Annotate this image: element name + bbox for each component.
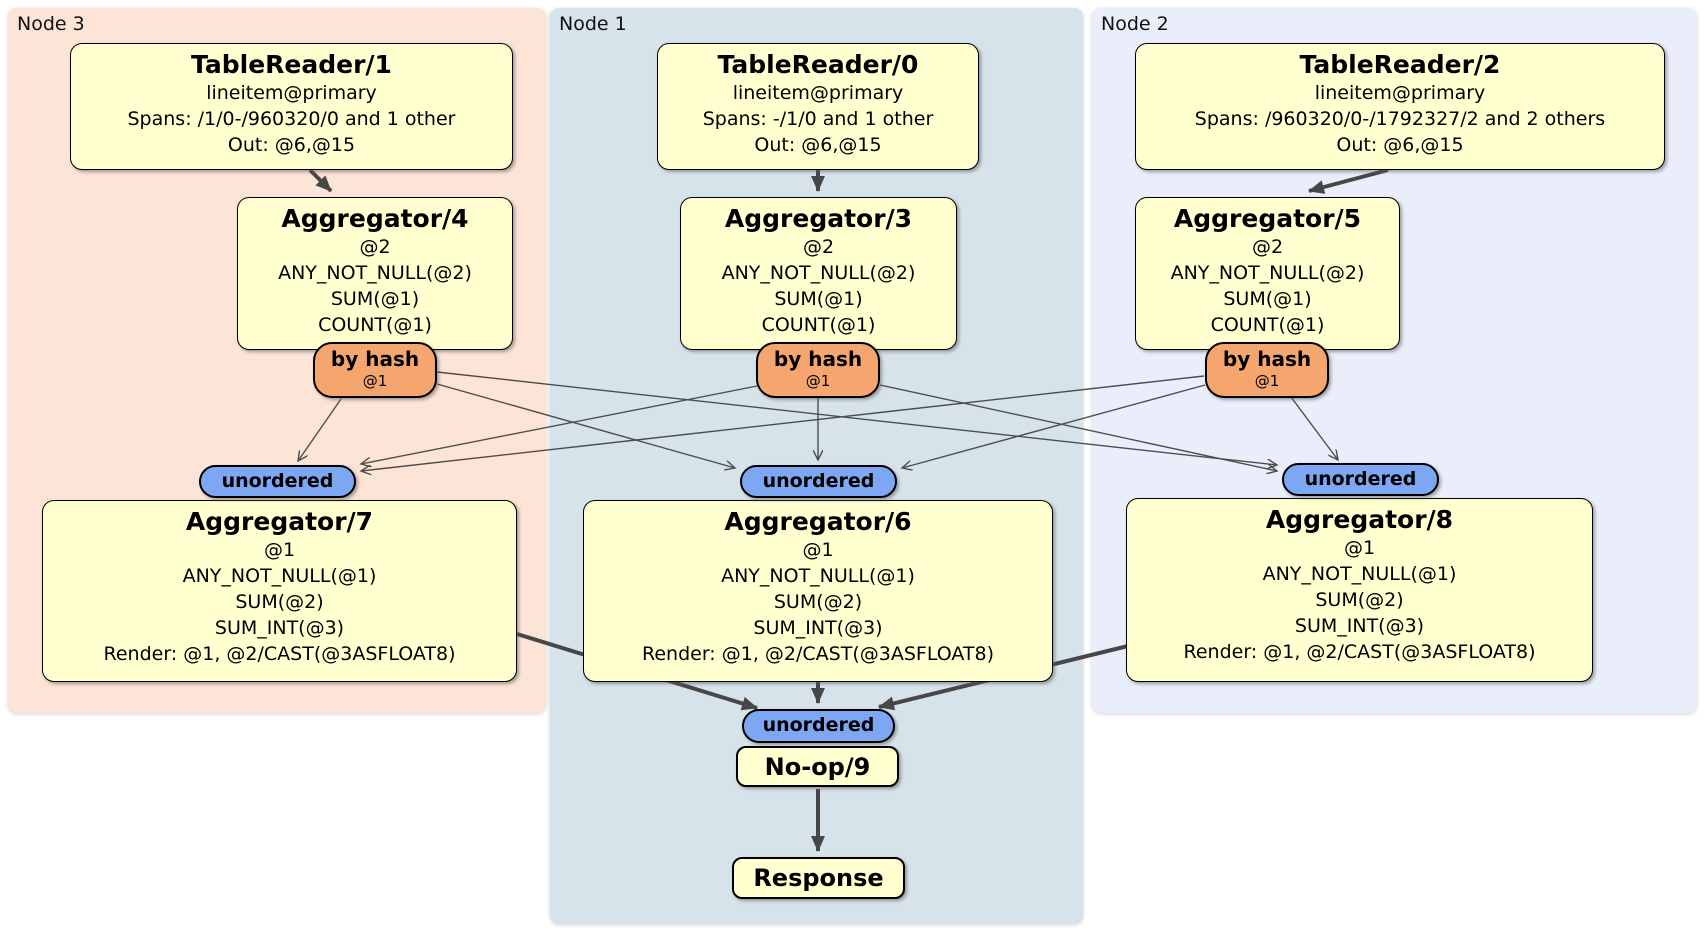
node-detail: SUM(@1) — [774, 288, 863, 310]
node-noop-9: No-op/9 — [736, 746, 899, 787]
node-detail: Spans: -/1/0 and 1 other — [702, 108, 934, 130]
sync-unordered-node2: unordered — [1282, 463, 1439, 496]
node-aggregator-8: Aggregator/8 @1 ANY_NOT_NULL(@1) SUM(@2)… — [1126, 498, 1593, 682]
router-by-hash-3: by hash @1 — [756, 342, 880, 398]
node-detail: Out: @6,@15 — [227, 134, 356, 156]
node-aggregator-7: Aggregator/7 @1 ANY_NOT_NULL(@1) SUM(@2)… — [42, 500, 517, 682]
node-detail: SUM_INT(@3) — [214, 617, 345, 639]
sync-label: unordered — [762, 714, 875, 736]
router-label: by hash — [1222, 347, 1312, 371]
sync-label: unordered — [221, 470, 334, 492]
node-detail: ANY_NOT_NULL(@1) — [1262, 563, 1457, 585]
node-detail: ANY_NOT_NULL(@2) — [1170, 262, 1365, 284]
node-detail: COUNT(@1) — [318, 314, 432, 336]
node-detail: @1 — [263, 539, 296, 561]
node-detail: Spans: /1/0-/960320/0 and 1 other — [127, 108, 456, 130]
node-tablereader-2: TableReader/2 lineitem@primary Spans: /9… — [1135, 43, 1665, 170]
router-label: by hash — [773, 347, 863, 371]
node-detail: ANY_NOT_NULL(@1) — [721, 565, 915, 587]
node-detail: ANY_NOT_NULL(@2) — [278, 262, 472, 284]
node-detail: SUM_INT(@3) — [1294, 615, 1425, 637]
sync-unordered-node3: unordered — [199, 465, 356, 498]
router-stream: @1 — [1254, 372, 1280, 390]
node-title: Aggregator/5 — [1173, 204, 1362, 233]
node-detail: @1 — [802, 539, 834, 561]
node-title: Aggregator/6 — [724, 507, 912, 536]
node-detail: Spans: /960320/0-/1792327/2 and 2 others — [1194, 108, 1606, 130]
node-title: Aggregator/3 — [724, 204, 913, 233]
node-detail: SUM_INT(@3) — [753, 617, 883, 639]
node-title: TableReader/2 — [1299, 50, 1501, 79]
node-title: TableReader/0 — [717, 50, 919, 79]
node-aggregator-4: Aggregator/4 @2 ANY_NOT_NULL(@2) SUM(@1)… — [237, 197, 513, 350]
node-detail: ANY_NOT_NULL(@2) — [721, 262, 916, 284]
node-detail: COUNT(@1) — [761, 314, 876, 336]
router-label: by hash — [330, 347, 420, 371]
node-detail: SUM(@1) — [330, 288, 420, 310]
node-aggregator-6: Aggregator/6 @1 ANY_NOT_NULL(@1) SUM(@2)… — [583, 500, 1053, 682]
node-title: Response — [753, 864, 884, 892]
node-detail: lineitem@primary — [206, 82, 377, 104]
sync-unordered-final: unordered — [742, 709, 895, 743]
node-detail: SUM(@2) — [235, 591, 324, 613]
node-detail: SUM(@1) — [1223, 288, 1312, 310]
sync-label: unordered — [1304, 468, 1417, 490]
node-tablereader-1: TableReader/1 lineitem@primary Spans: /1… — [70, 43, 513, 170]
router-stream: @1 — [362, 372, 388, 390]
node-detail: Render: @1, @2/CAST(@3ASFLOAT8) — [642, 643, 994, 665]
router-by-hash-5: by hash @1 — [1205, 342, 1329, 398]
node-detail: lineitem@primary — [1314, 82, 1486, 104]
panel-node3-label: Node 3 — [17, 13, 85, 35]
node-detail: @2 — [802, 236, 835, 258]
sync-label: unordered — [762, 470, 875, 492]
node-detail: Render: @1, @2/CAST(@3ASFLOAT8) — [1183, 641, 1536, 663]
node-title: Aggregator/7 — [185, 507, 374, 536]
node-detail: @2 — [1251, 236, 1284, 258]
node-detail: ANY_NOT_NULL(@1) — [182, 565, 377, 587]
node-title: TableReader/1 — [191, 50, 392, 79]
node-detail: Render: @1, @2/CAST(@3ASFLOAT8) — [103, 643, 456, 665]
node-title: Aggregator/4 — [281, 204, 469, 233]
node-aggregator-3: Aggregator/3 @2 ANY_NOT_NULL(@2) SUM(@1)… — [680, 197, 957, 350]
node-aggregator-5: Aggregator/5 @2 ANY_NOT_NULL(@2) SUM(@1)… — [1135, 197, 1400, 350]
router-stream: @1 — [805, 372, 831, 390]
node-detail: lineitem@primary — [732, 82, 904, 104]
node-title: No-op/9 — [764, 753, 871, 781]
node-response: Response — [732, 857, 905, 899]
sync-unordered-node1: unordered — [740, 465, 897, 498]
router-by-hash-4: by hash @1 — [313, 342, 437, 398]
node-detail: @1 — [1343, 537, 1376, 559]
panel-node2-label: Node 2 — [1101, 13, 1169, 35]
node-detail: Out: @6,@15 — [754, 134, 882, 156]
node-detail: SUM(@2) — [773, 591, 863, 613]
panel-node1-label: Node 1 — [559, 13, 627, 35]
node-title: Aggregator/8 — [1265, 505, 1454, 534]
node-detail: COUNT(@1) — [1210, 314, 1325, 336]
node-detail: @2 — [359, 236, 391, 258]
node-tablereader-0: TableReader/0 lineitem@primary Spans: -/… — [657, 43, 979, 170]
node-detail: SUM(@2) — [1315, 589, 1404, 611]
node-detail: Out: @6,@15 — [1336, 134, 1464, 156]
